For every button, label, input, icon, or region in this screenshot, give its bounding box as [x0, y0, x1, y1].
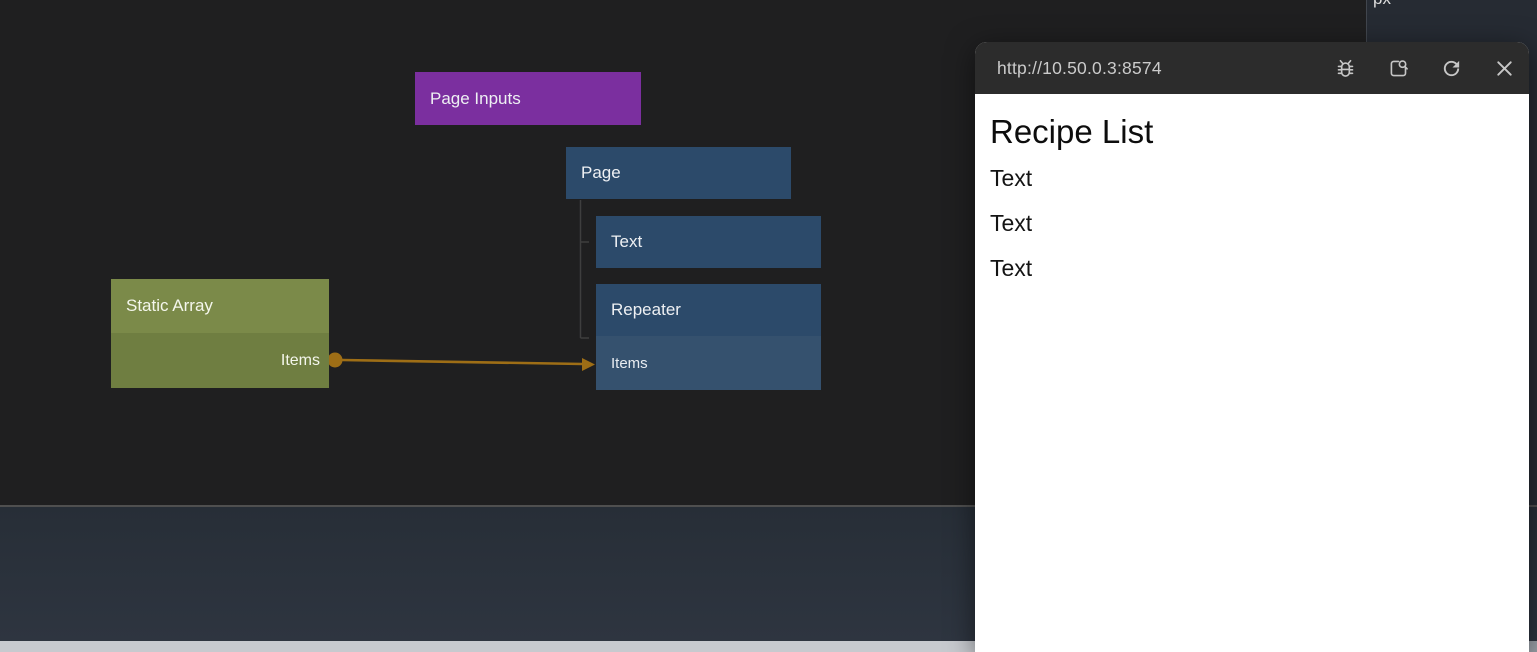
- wire-static-array-to-repeater: [327, 352, 595, 371]
- input-port-items[interactable]: Items: [596, 336, 821, 390]
- port-label: Items: [280, 351, 320, 369]
- refresh-icon: [1443, 60, 1459, 76]
- node-label: Page Inputs: [430, 88, 521, 108]
- node-label: Repeater: [611, 300, 681, 319]
- output-port-items[interactable]: Items: [111, 333, 329, 388]
- output-port-dot: [327, 352, 343, 368]
- preview-url-text[interactable]: http://10.50.0.3:8574: [997, 57, 1162, 78]
- preview-text-item: Text: [990, 210, 1033, 236]
- node-label: Static Array: [126, 296, 213, 315]
- node-static-array[interactable]: Static Array Items: [111, 279, 329, 388]
- node-repeater[interactable]: Repeater Items: [596, 284, 821, 390]
- inspect-button[interactable]: [1385, 55, 1411, 81]
- preview-window: http://10.50.0.3:8574: [975, 42, 1529, 652]
- preview-text-item: Text: [990, 255, 1033, 281]
- node-page-inputs[interactable]: Page Inputs: [415, 72, 641, 125]
- node-text[interactable]: Text: [596, 216, 821, 268]
- scrollbar-end-segment: [1529, 641, 1537, 652]
- debug-button[interactable]: [1332, 55, 1358, 81]
- preview-titlebar: http://10.50.0.3:8574: [975, 42, 1529, 94]
- wire-arrowhead: [582, 358, 595, 371]
- close-button[interactable]: [1491, 55, 1517, 81]
- horizontal-scrollbar[interactable]: [0, 641, 1537, 652]
- preview-heading: Recipe List: [990, 113, 1154, 150]
- preview-content: Recipe List Text Text Text: [975, 111, 1529, 652]
- bug-icon: [1337, 59, 1353, 77]
- preview-toolbar: [1332, 55, 1517, 81]
- inspect-page-icon: [1390, 59, 1408, 76]
- node-label: Page: [581, 163, 621, 182]
- preview-text-item: Text: [990, 165, 1033, 191]
- port-label: Items: [611, 354, 648, 372]
- unit-label: px: [1373, 0, 1391, 9]
- close-icon: [1496, 60, 1512, 76]
- tree-connector-lines: [579, 200, 589, 339]
- node-label: Text: [611, 232, 643, 251]
- node-page[interactable]: Page: [566, 147, 791, 199]
- refresh-button[interactable]: [1438, 55, 1464, 81]
